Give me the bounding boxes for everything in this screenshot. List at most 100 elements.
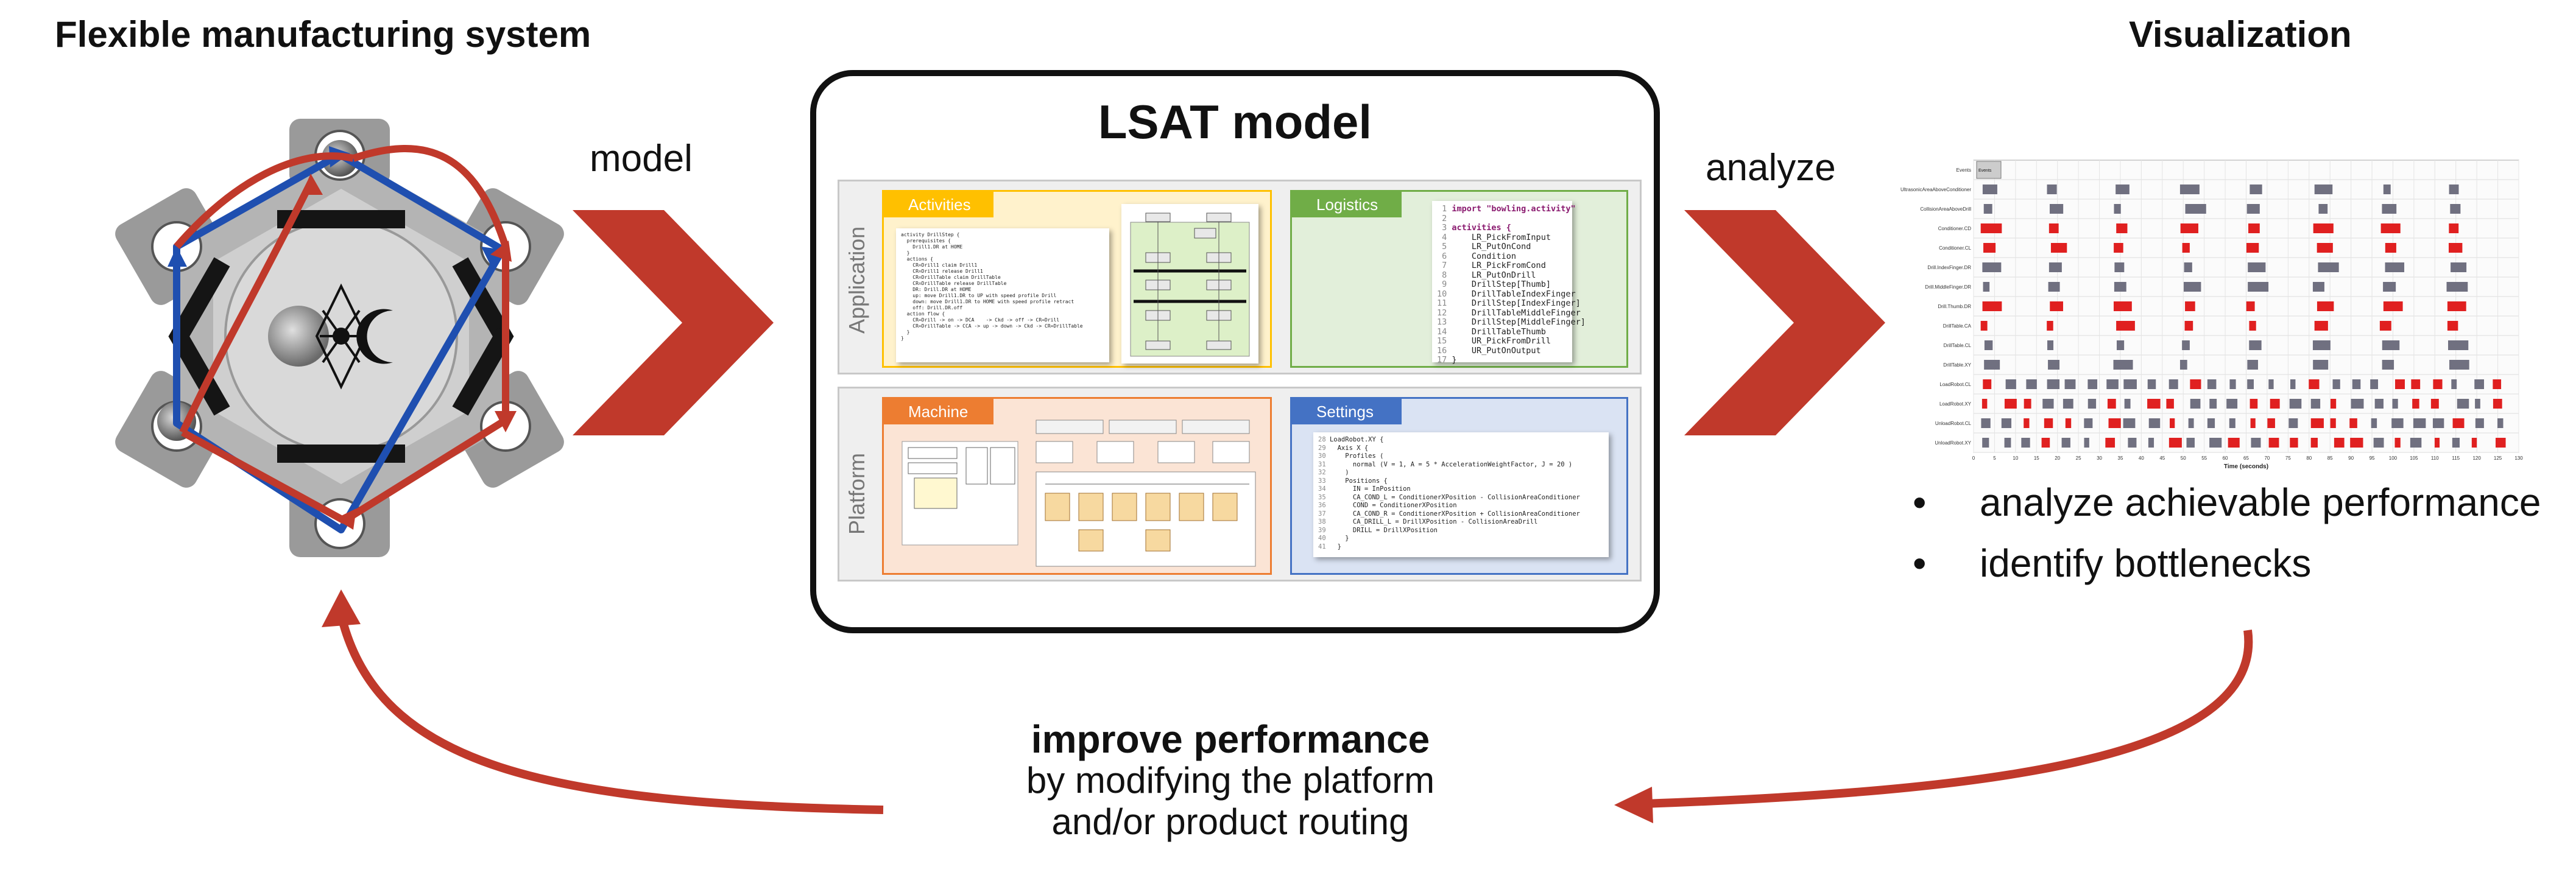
gantt-bar [2371,418,2377,428]
code-line: } [901,250,910,256]
gantt-bar [1984,340,1993,350]
code-line: 7 LR_PickFromCond [1437,261,1546,270]
settings-panel: Settings 28 LoadRobot.XY {29 Axis X {30 … [1290,397,1628,575]
code-line: up: move Drill1.DR to UP with speed prof… [901,293,1057,298]
gantt-bar [2190,399,2201,409]
logistics-panel: Logistics 1 import "bowling.activity" 2 … [1290,190,1628,368]
code-line: 36 COND = ConditionerXPosition [1318,502,1457,509]
gantt-bar [2209,399,2217,409]
gantt-bar [2107,399,2116,409]
gantt-bar [2270,399,2280,409]
gantt-x-tick: 95 [2370,455,2375,461]
gantt-bar [2026,379,2037,389]
gantt-bar [2268,379,2274,389]
gantt-x-tick: 45 [2159,455,2165,461]
gantt-x-tick: 90 [2348,455,2354,461]
gantt-bar [2374,399,2384,409]
gantt-bar [2493,379,2502,389]
gantt-bar [2247,360,2258,370]
gantt-bar [2061,438,2070,448]
gantt-bar [2288,418,2298,428]
gantt-bar [1982,262,2002,272]
gantt-bar [2123,418,2136,428]
gantt-bar [2087,399,2097,409]
gantt-bar [2457,399,2469,409]
gantt-bar [2184,321,2193,331]
bullet-text: identify bottlenecks [1980,541,2312,585]
code-line: 35 CA_COND_L = ConditionerXPosition - Co… [1318,493,1580,501]
gantt-x-tick: 110 [2431,455,2439,461]
gantt-bar [2063,399,2073,409]
gantt-x-tick: 120 [2472,455,2481,461]
code-line: DR: Drill.DR at HOME [901,287,972,292]
gantt-row-label: Conditioner.CD [1938,226,1971,231]
gantt-bar [2182,340,2190,350]
code-line: 3 activities { [1437,223,1511,233]
code-line: 16 UR_PutOnOutput [1437,345,1541,356]
code-line: 32 ) [1318,469,1349,476]
improve-line2: and/or product routing [1051,801,1410,842]
code-line: 38 CA_DRILL_L = DrillXPosition - Collisi… [1318,518,1538,525]
gantt-bar [2430,399,2439,409]
gantt-bar [2048,360,2060,370]
gantt-bar [2313,223,2334,233]
gantt-bar [2413,418,2426,428]
bullet-dot-icon: • [1913,541,1927,585]
gantt-row-label: Drill.Thumb.DR [1938,304,1971,309]
gantt-bar [2207,418,2215,428]
gantt-x-tick: 10 [2013,455,2018,461]
gantt-bar [2064,379,2076,389]
gantt-x-tick: 20 [2055,455,2060,461]
gantt-bar [2113,360,2133,370]
gantt-bar [2383,301,2403,311]
gantt-bar [2268,438,2279,448]
code-line: 6 Condition [1437,251,1517,261]
logistics-tab: Logistics [1292,192,1402,217]
gantt-bar [2330,418,2336,428]
gantt-x-tick: 85 [2327,455,2333,461]
gantt-bar [2350,438,2363,448]
gantt-bar [2349,418,2357,428]
gantt-bar [2005,379,2016,389]
gantt-bar [2047,340,2054,350]
code-line: prerequisites { [901,238,951,244]
gantt-bar [2379,321,2391,331]
code-line: CR=Drill1 release Drill1 [901,269,983,274]
gantt-bar [2449,243,2463,253]
bullet-dot-icon: • [1913,480,1927,524]
gantt-x-tick: 15 [2034,455,2039,461]
code-line: off: Drill.DR.off [901,305,963,311]
activities-tab: Activities [884,192,993,217]
gantt-bar [2449,184,2459,194]
visualization-bullets: • analyze achievable performance • ident… [1913,472,2541,594]
gantt-bar [2108,418,2121,428]
code-line: 41 } [1318,543,1341,550]
gantt-bar [2180,223,2198,233]
gantt-row-label: Conditioner.CL [1939,245,1971,251]
gantt-bar [2182,243,2190,253]
gantt-bar [2168,379,2178,389]
gantt-bar [2309,379,2320,389]
code-line: 12 DrillTableMiddleFinger [1437,307,1581,318]
gantt-bar [2021,438,2030,448]
gantt-bar [2168,438,2182,448]
gantt-x-tick: 125 [2494,455,2502,461]
gantt-bar [2433,379,2443,389]
code-line: 39 DRILL = DrillXPosition [1318,526,1438,534]
gantt-legend-text: Events [1978,169,1992,173]
settings-code: 28 LoadRobot.XY {29 Axis X {30 Profiles … [1313,432,1609,557]
gantt-bar [2179,360,2187,370]
gantt-x-tick: 25 [2076,455,2081,461]
gantt-bar [2047,184,2057,194]
lsat-model-box: LSAT model Application Activities activi… [810,70,1660,633]
code-line: CR=DrillTable claim DrillTable [901,275,1001,280]
gantt-bar [2249,340,2262,350]
gantt-bar [2352,379,2361,389]
gantt-row-label: UnloadRobot.CL [1935,421,1972,426]
activity-flow-diagram [1121,204,1258,364]
gantt-bar [2317,243,2333,253]
gantt-bar [2392,399,2398,409]
gantt-bar [2048,262,2062,272]
gantt-bar [2385,243,2396,253]
